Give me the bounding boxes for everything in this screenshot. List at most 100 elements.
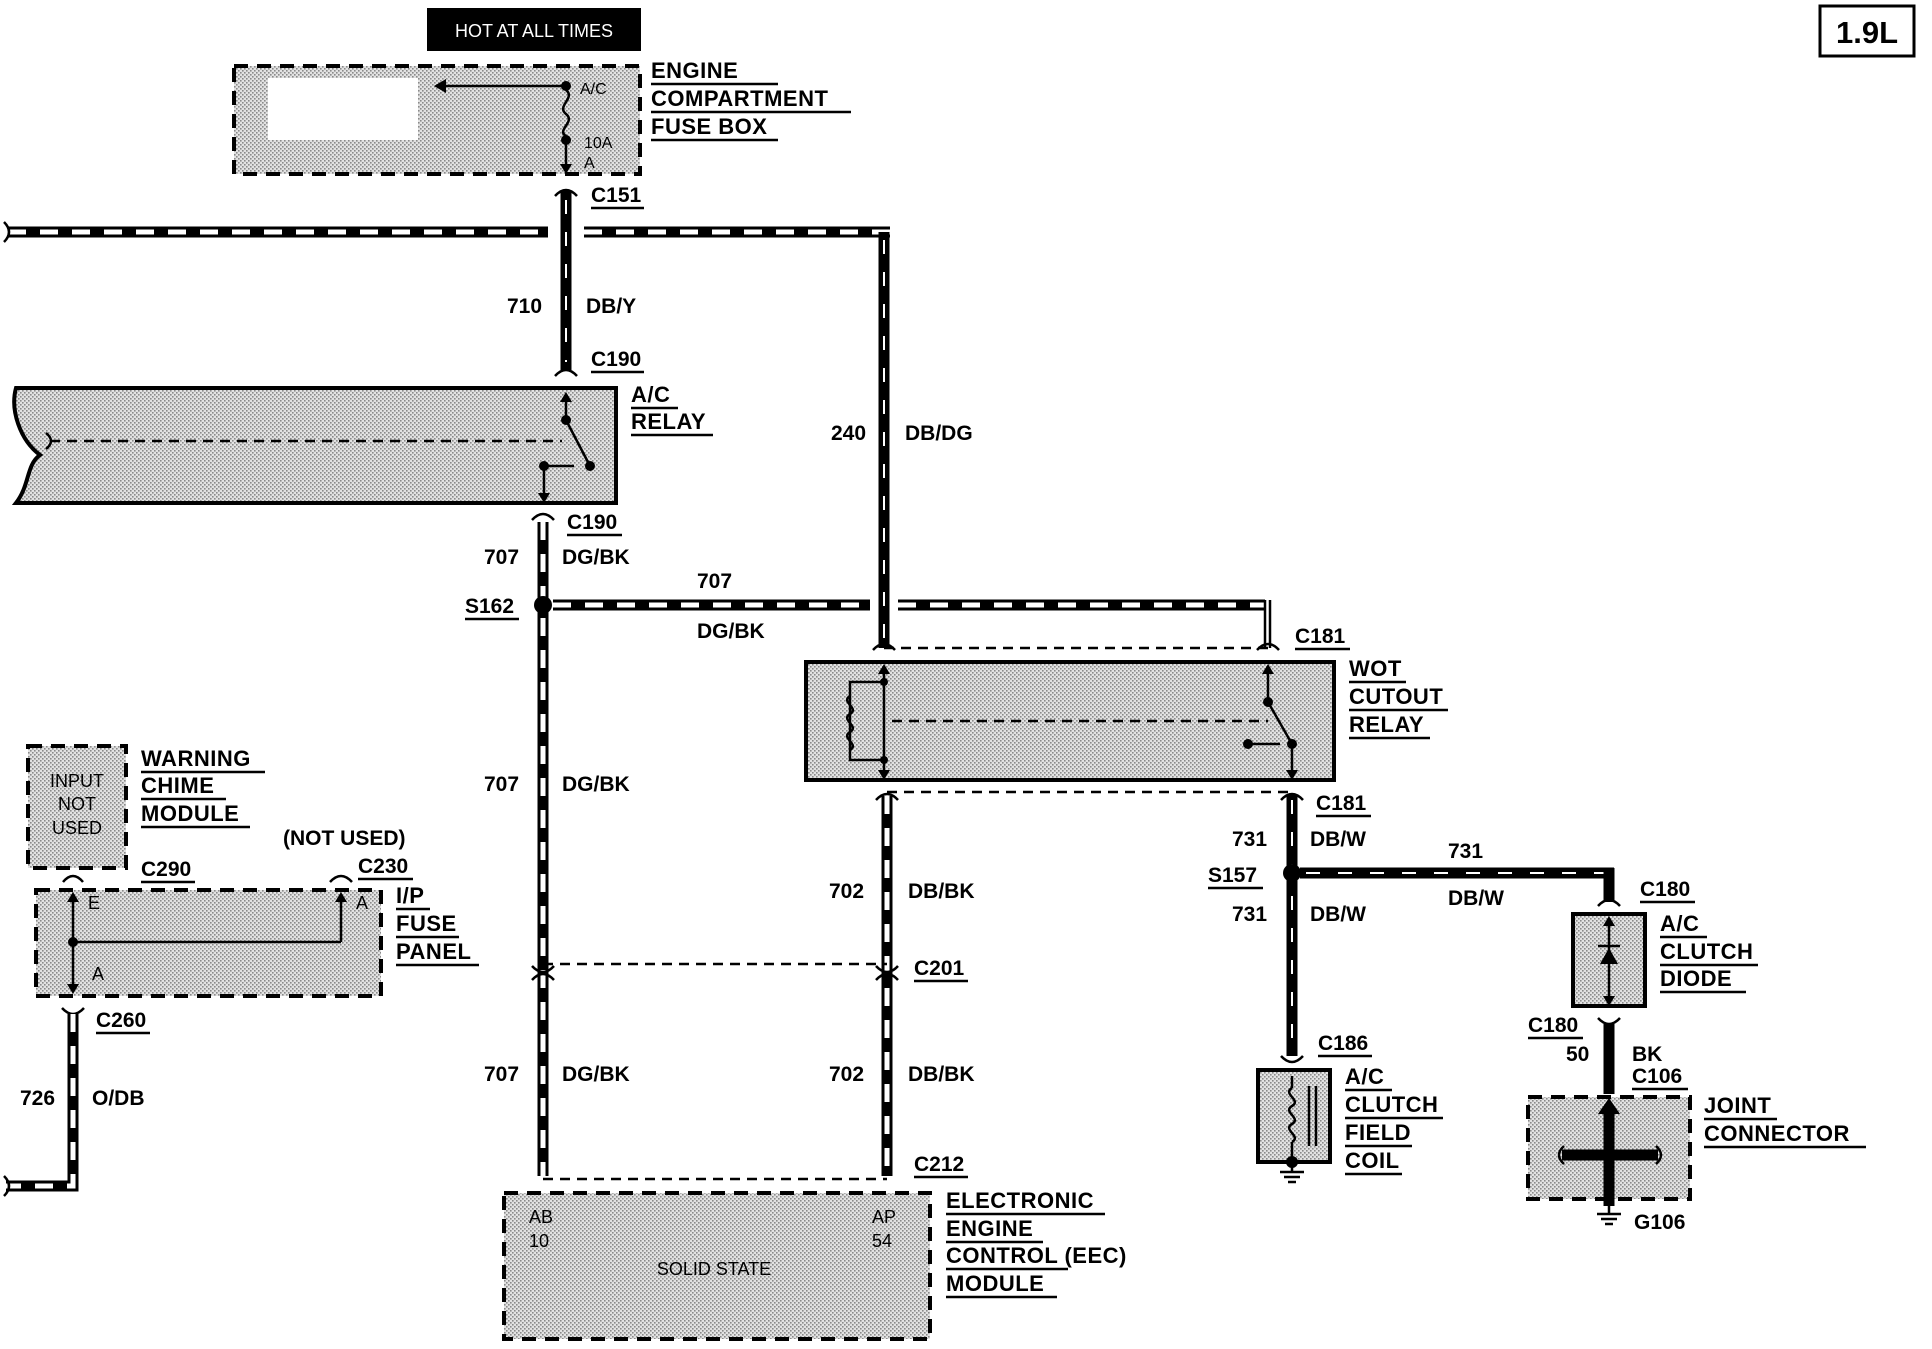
connector-c181-top: C181 — [872, 625, 1350, 651]
label-line: DIODE — [1660, 966, 1732, 991]
circuit-number: 710 — [507, 295, 542, 318]
label-line: COIL — [1345, 1148, 1400, 1173]
pin-label: E — [88, 893, 100, 913]
connector-label: C186 — [1318, 1032, 1368, 1055]
connector-label: C106 — [1632, 1065, 1682, 1088]
ac-clutch-field-coil — [1256, 1068, 1332, 1184]
label-line: CLUTCH — [1345, 1092, 1438, 1117]
connector-c180-top: C180 — [1597, 878, 1695, 907]
solid-state-label: SOLID STATE — [657, 1259, 771, 1279]
ac-clutch-diode-label: A/C CLUTCH DIODE — [1660, 911, 1758, 994]
ac-relay — [11, 386, 618, 505]
wot-cutout-relay-label: WOT CUTOUT RELAY — [1349, 656, 1448, 740]
connector-label: C180 — [1528, 1014, 1578, 1037]
fuse-10a-label: 10A — [584, 135, 613, 152]
circuit-number: 707 — [484, 546, 519, 569]
splice-s157: S157 — [1208, 864, 1301, 890]
label-line: A/C — [1345, 1064, 1384, 1089]
circuit-color: O/DB — [92, 1087, 145, 1110]
hot-label-text: HOT AT ALL TIMES — [455, 21, 613, 41]
wot-bottom-dash — [875, 790, 1304, 801]
connector-label: C181 — [1316, 792, 1367, 815]
ac-relay-label: A/C RELAY — [631, 382, 713, 437]
eec-module-label: ELECTRONIC ENGINE CONTROL (EEC) MODULE — [946, 1188, 1127, 1299]
connector-label: C212 — [914, 1153, 964, 1176]
label-line: MODULE — [141, 801, 239, 826]
label-line: FUSE — [396, 911, 457, 936]
pin-label: AP — [872, 1207, 896, 1227]
label-line: CHIME — [141, 773, 214, 798]
circuit-color: DG/BK — [697, 620, 765, 643]
wire-731-vertical: 731 DB/W 731 DB/W — [1232, 794, 1366, 1056]
connector-label: C181 — [1295, 625, 1346, 648]
wire-731-horizontal: 731 DB/W — [1300, 840, 1615, 910]
pin-label: 54 — [872, 1231, 892, 1251]
engine-fuse-box: A/C 10A A — [232, 64, 642, 176]
engine-badge: 1.9L — [1818, 4, 1916, 58]
connector-label: C260 — [96, 1009, 146, 1032]
label-line: A/C — [631, 382, 670, 407]
connector-c201: C201 — [531, 957, 968, 983]
not-used-label: (NOT USED) — [283, 827, 406, 850]
label-line: CONNECTOR — [1704, 1121, 1850, 1146]
pin-label: AB — [529, 1207, 553, 1227]
circuit-number: 731 — [1232, 828, 1267, 851]
circuit-number: 702 — [829, 1063, 864, 1086]
circuit-color: DB/BK — [908, 880, 975, 903]
wot-cutout-relay — [804, 660, 1336, 782]
label-line: FIELD — [1345, 1120, 1411, 1145]
circuit-color: DG/BK — [562, 1063, 630, 1086]
connector-label: C190 — [591, 348, 641, 371]
label-line: ENGINE — [651, 58, 738, 83]
connector-label: C190 — [567, 511, 617, 534]
warning-chime-label: WARNING CHIME MODULE — [141, 746, 265, 829]
fuse-ac-label: A/C — [580, 81, 607, 98]
wire-710: 710 DB/Y — [507, 190, 636, 370]
label-line: A/C — [1660, 911, 1699, 936]
label-line: CONTROL (EEC) — [946, 1243, 1127, 1268]
circuit-number: 50 — [1566, 1043, 1589, 1066]
wire-top-bus-left — [3, 221, 548, 243]
label-line: I/P — [396, 883, 424, 908]
label-line: RELAY — [1349, 712, 1424, 737]
circuit-color: DB/DG — [905, 422, 973, 445]
wire-726: 726 O/DB — [3, 1014, 145, 1197]
connector-c186: C186 — [1280, 1032, 1372, 1064]
label-line: JOINT — [1704, 1093, 1771, 1118]
circuit-number: 726 — [20, 1087, 55, 1110]
circuit-number: 707 — [697, 570, 732, 593]
label-line: WARNING — [141, 746, 251, 771]
connector-label: C201 — [914, 957, 965, 980]
label-line: CLUTCH — [1660, 939, 1753, 964]
splice-s162: S162 — [465, 595, 552, 621]
input-not-used-text: USED — [52, 818, 102, 838]
circuit-number: 731 — [1232, 903, 1267, 926]
label-line: ELECTRONIC — [946, 1188, 1094, 1213]
fuse-a-label: A — [584, 155, 595, 172]
joint-connector-label: JOINT CONNECTOR — [1704, 1093, 1866, 1149]
ground-label: G106 — [1634, 1211, 1685, 1234]
wire-702: 702 DB/BK 702 DB/BK — [829, 796, 975, 1176]
circuit-color: DG/BK — [562, 546, 630, 569]
circuit-color: DB/W — [1310, 828, 1366, 851]
circuit-number: 707 — [484, 773, 519, 796]
splice-label: S157 — [1208, 864, 1257, 887]
pin-label: 10 — [529, 1231, 549, 1251]
wire-240: 240 DB/DG — [831, 232, 973, 648]
hot-at-all-times-label: HOT AT ALL TIMES — [427, 8, 641, 51]
pin-label: A — [92, 964, 104, 984]
label-line: FUSE BOX — [651, 114, 767, 139]
label-line: RELAY — [631, 409, 706, 434]
connector-c230: C230 (NOT USED) — [283, 827, 413, 883]
connector-c151: C151 — [554, 184, 644, 210]
engine-fuse-box-label: ENGINE COMPARTMENT FUSE BOX — [651, 58, 851, 142]
ground-g106: G106 — [1597, 1206, 1685, 1234]
connector-c290: C290 — [62, 858, 195, 884]
splice-label: S162 — [465, 595, 514, 618]
circuit-color: DG/BK — [562, 773, 630, 796]
pin-label: A — [356, 893, 368, 913]
connector-label: C151 — [591, 184, 642, 207]
circuit-color: DB/Y — [586, 295, 636, 318]
